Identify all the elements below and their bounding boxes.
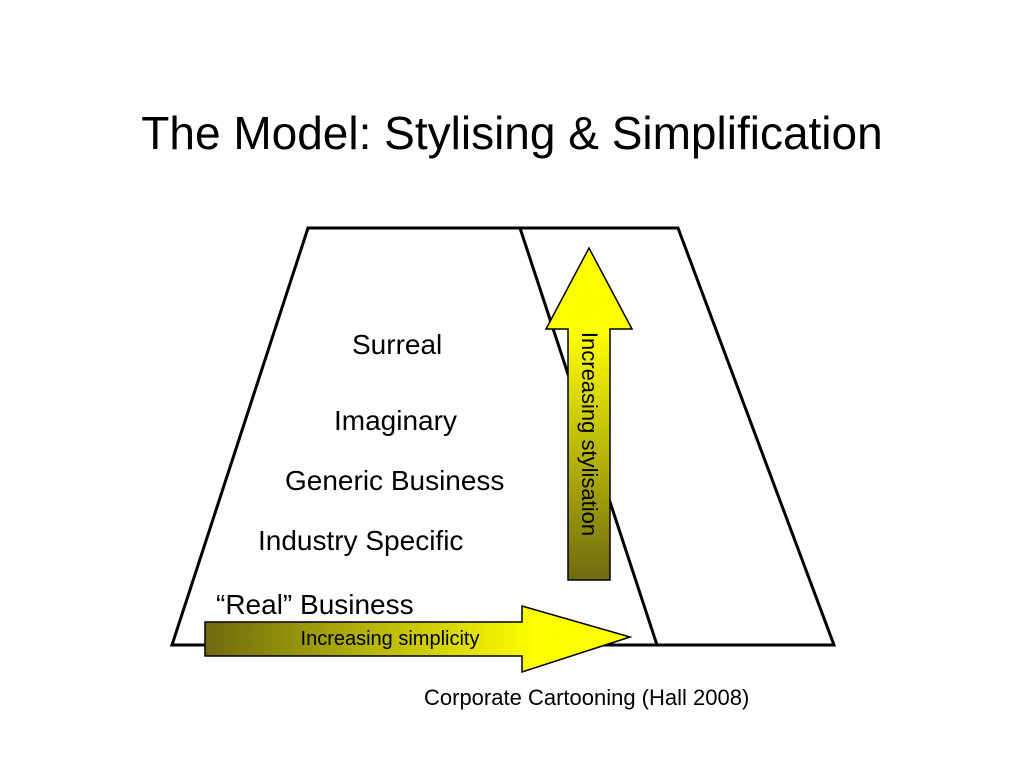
stylisation-arrow [544, 246, 634, 581]
slide-title: The Model: Stylising & Simplification [141, 107, 883, 159]
outer-trapezoid [169, 226, 837, 647]
source-citation: Corporate Cartooning (Hall 2008) [424, 685, 750, 710]
level-real-business: “Real” Business [216, 589, 414, 620]
simplicity-arrow [204, 605, 633, 674]
level-generic-business: Generic Business [285, 465, 505, 496]
level-imaginary: Imaginary [334, 405, 457, 436]
simplicity-arrow-label: Increasing simplicity [300, 628, 480, 650]
level-surreal: Surreal [352, 329, 443, 360]
level-industry-specific: Industry Specific [258, 525, 464, 556]
stylisation-arrow-label: Increasing stylisation [577, 331, 602, 537]
